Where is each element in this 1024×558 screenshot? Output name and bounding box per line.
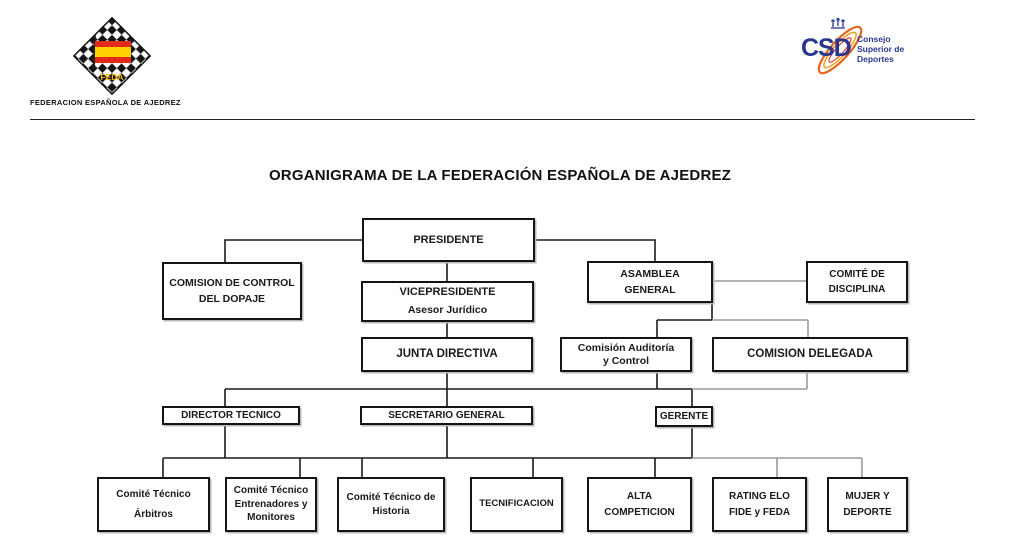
node-label: JUNTA DIRECTIVA <box>396 347 498 360</box>
org-node-mujer-deporte: MUJER Y DEPORTE <box>827 477 908 532</box>
node-label: ALTA <box>626 491 653 502</box>
node-label: y Control <box>602 354 650 367</box>
csd-swoosh-icon <box>817 25 863 75</box>
connector-gray <box>692 280 863 477</box>
org-node-tecnificacion: TECNIFICACION <box>470 477 563 532</box>
csd-logo-icon: CSD Consejo Superior de Deportes <box>801 17 905 75</box>
node-label: COMISION DELEGADA <box>747 347 873 360</box>
org-node-rating-elo: RATING ELO FIDE y FEDA <box>712 477 807 532</box>
connector-dark <box>162 239 713 477</box>
node-label: Asesor Jurídico <box>407 304 488 317</box>
org-node-junta-directiva: JUNTA DIRECTIVA <box>361 337 533 372</box>
crown-icon <box>831 17 845 29</box>
node-label: TECNIFICACION <box>479 498 554 510</box>
org-node-comision-delegada: COMISION DELEGADA <box>712 337 908 372</box>
org-node-alta-competicion: ALTA COMPETICION <box>587 477 692 532</box>
node-label: Comité Técnico de <box>346 492 436 503</box>
page-title: ORGANIGRAMA DE LA FEDERACIÓN ESPAÑOLA DE… <box>268 167 732 184</box>
org-node-director-tecnico: DIRECTOR TECNICO <box>162 406 300 425</box>
org-node-comite-entrenadores: Comité Técnico Entrenadores y Monitores <box>225 477 317 532</box>
federation-name: FEDERACION ESPAÑOLA DE AJEDREZ <box>30 98 181 107</box>
svg-text:Superior de: Superior de <box>857 44 905 54</box>
node-label: DEPORTE <box>843 506 892 518</box>
spain-flag-icon <box>95 41 131 63</box>
org-node-vicepresidente: VICEPRESIDENTE Asesor Jurídico <box>361 281 534 322</box>
node-label: PRESIDENTE <box>413 233 484 246</box>
node-label: SECRETARIO GENERAL <box>388 409 505 421</box>
node-label: DISCIPLINA <box>828 284 886 295</box>
org-node-comite-arbitros: Comité Técnico Árbitros <box>97 477 210 532</box>
node-label: COMITÉ DE <box>829 268 885 280</box>
org-node-asamblea-general: ASAMBLEA GENERAL <box>587 261 713 303</box>
org-node-presidente: PRESIDENTE <box>362 218 535 262</box>
feda-monogram: FEDA <box>100 72 123 82</box>
node-label: VICEPRESIDENTE <box>399 286 496 299</box>
node-label: RATING ELO <box>729 491 790 502</box>
node-label: Árbitros <box>134 508 173 520</box>
svg-text:Deportes: Deportes <box>857 54 894 64</box>
header-divider <box>30 119 975 120</box>
org-node-comite-historia: Comité Técnico de Historia <box>337 477 445 532</box>
node-label: COMISION DE CONTROL <box>169 276 295 289</box>
node-label: DIRECTOR TECNICO <box>181 409 281 421</box>
node-label: Entrenadores y <box>234 498 308 510</box>
node-label: ASAMBLEA <box>620 267 680 280</box>
node-label: GERENTE <box>659 410 709 422</box>
csd-caption: Consejo Superior de Deportes <box>857 34 905 64</box>
node-label: GENERAL <box>624 284 676 296</box>
org-node-gerente: GERENTE <box>655 406 713 427</box>
csd-acronym: CSD <box>801 34 851 62</box>
node-label: DEL DOPAJE <box>198 293 266 305</box>
feda-chess-diamond-logo-icon: FEDA <box>72 16 152 96</box>
org-node-secretario-general: SECRETARIO GENERAL <box>360 406 533 425</box>
org-node-comite-disciplina: COMITÉ DE DISCIPLINA <box>806 261 908 303</box>
node-label: Historia <box>372 505 410 517</box>
node-label: FIDE y FEDA <box>728 506 791 518</box>
node-label: COMPETICION <box>604 506 675 518</box>
node-label: Comité Técnico <box>233 485 309 497</box>
node-label: Comisión Auditoría <box>577 341 675 354</box>
node-label: MUJER Y <box>845 491 890 502</box>
node-label: Comité Técnico <box>116 489 191 500</box>
org-node-comision-control-dopaje: COMISION DE CONTROL DEL DOPAJE <box>162 262 302 320</box>
svg-text:Consejo: Consejo <box>857 34 891 44</box>
node-label: Monitores <box>247 512 295 524</box>
org-node-comision-auditoria: Comisión Auditoría y Control <box>560 337 692 372</box>
